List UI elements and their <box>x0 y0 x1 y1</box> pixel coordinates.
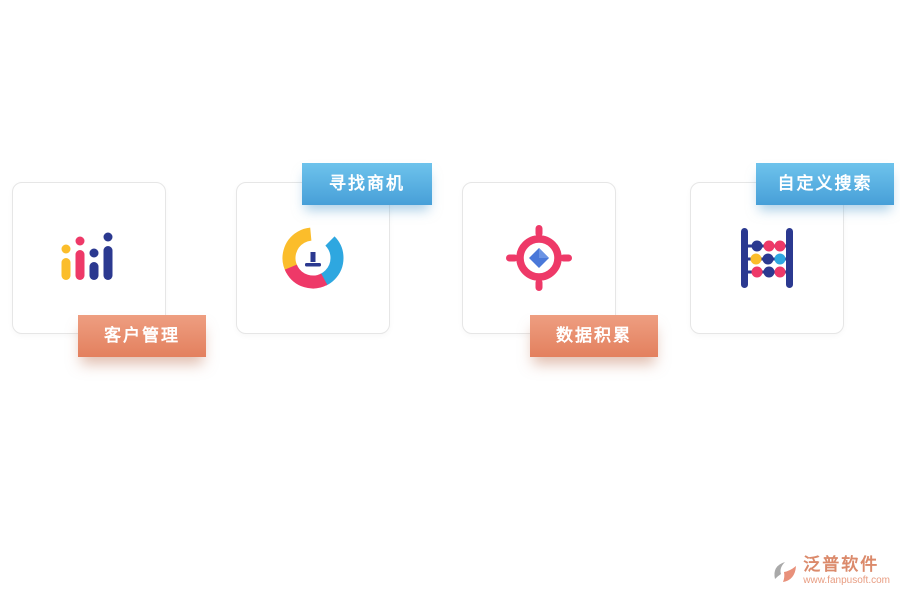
card-find-opportunities <box>236 182 390 334</box>
brand-name: 泛普软件 <box>803 555 880 575</box>
badge-find-opportunities: 寻找商机 <box>302 163 432 205</box>
badge-customer-management: 客户管理 <box>78 315 206 357</box>
brand-logo-icon <box>771 559 797 585</box>
donut-chart-icon <box>280 225 346 291</box>
badge-data-accumulation: 数据积累 <box>530 315 658 357</box>
brand-text: 泛普软件 www.fanpusoft.com <box>803 556 890 587</box>
target-icon <box>506 225 572 291</box>
badge-custom-search: 自定义搜索 <box>756 163 894 205</box>
brand-url: www.fanpusoft.com <box>803 575 890 586</box>
card-custom-search <box>690 182 844 334</box>
brand-footer: 泛普软件 www.fanpusoft.com <box>771 556 890 587</box>
bar-chart-icon <box>58 232 120 284</box>
abacus-icon <box>740 227 794 289</box>
card-data-accumulation <box>462 182 616 334</box>
card-customer-management <box>12 182 166 334</box>
